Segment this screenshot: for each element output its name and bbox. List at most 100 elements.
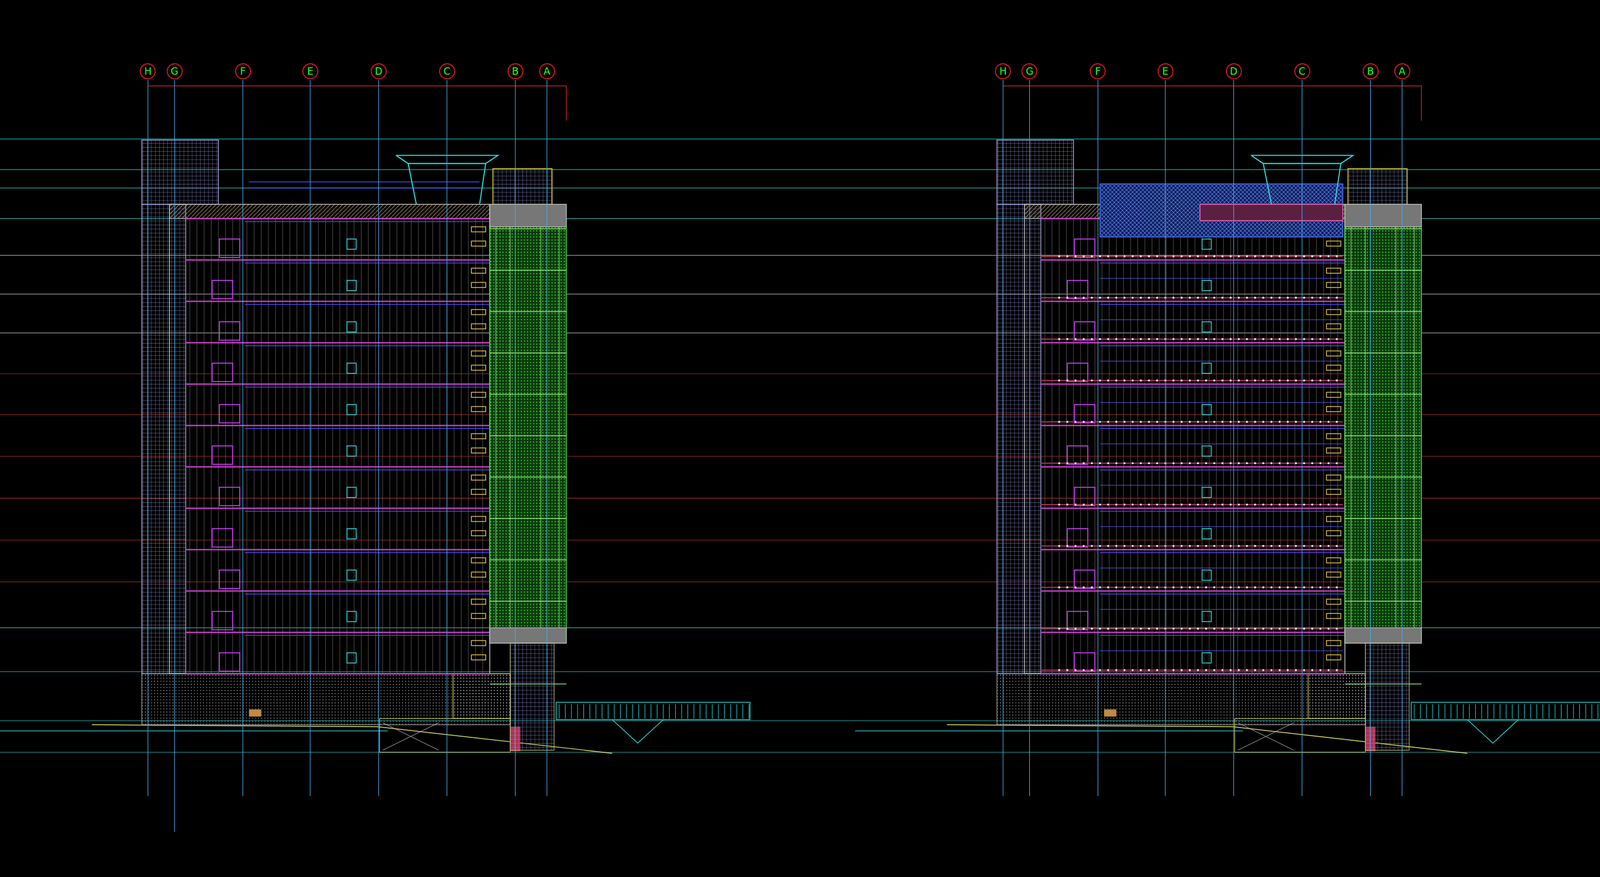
door <box>1067 528 1088 548</box>
floor-line <box>1100 469 1345 471</box>
railing-dot <box>1172 337 1175 341</box>
green-wall-frame <box>558 227 560 629</box>
railing-dot <box>1082 462 1086 465</box>
railing-dot <box>1245 586 1249 589</box>
railing-dot <box>1115 420 1118 423</box>
railing-dot <box>1082 296 1086 299</box>
vent <box>347 487 357 498</box>
floor-line <box>1040 590 1345 592</box>
railing-dot <box>1066 379 1069 382</box>
railing-dot <box>1270 668 1273 672</box>
railing-dot <box>1172 296 1175 299</box>
bridge-rail <box>1591 704 1592 719</box>
bridge-rail <box>717 704 719 719</box>
railing-dot <box>1090 379 1094 382</box>
balcony-line <box>1040 504 1344 506</box>
railing-dot <box>1278 255 1282 258</box>
bridge-rail <box>663 704 664 719</box>
railing-dot <box>1188 544 1191 548</box>
column <box>1365 643 1410 750</box>
railing-dot <box>1221 379 1224 382</box>
railing-dot <box>1188 379 1191 382</box>
floor-line <box>244 262 490 264</box>
railing-dot <box>1229 668 1232 672</box>
green-wall-band <box>489 352 567 354</box>
railing-dot <box>1302 420 1306 423</box>
railing-dot <box>1090 544 1094 548</box>
ac-unit <box>471 516 486 522</box>
mullion <box>275 218 276 674</box>
railing-dot <box>1278 420 1282 423</box>
mullion <box>1180 218 1182 674</box>
axis-label: D <box>1229 66 1238 77</box>
railing-dot <box>1066 420 1069 423</box>
mullion <box>325 218 326 674</box>
floor-line <box>185 631 490 633</box>
vent <box>1202 445 1212 457</box>
railing-dot <box>1294 462 1298 465</box>
ac-unit <box>1326 282 1341 288</box>
railing-dot <box>1319 379 1322 382</box>
ac-unit <box>471 447 486 453</box>
railing-dot <box>1123 586 1126 589</box>
railing-dot <box>1311 420 1314 423</box>
railing-dot <box>1106 379 1110 382</box>
railing-dot <box>1205 255 1208 258</box>
ac-unit <box>1326 489 1341 495</box>
bridge-rail <box>1438 704 1440 719</box>
floor-line <box>1100 510 1345 512</box>
axis-label: C <box>443 66 451 77</box>
mullion <box>1051 218 1053 674</box>
railing-dot <box>1335 296 1338 299</box>
balcony-line <box>1040 297 1344 299</box>
floor-line <box>185 217 490 219</box>
railing-dot <box>1270 255 1273 258</box>
railing-dot <box>1294 337 1298 341</box>
railing-dot <box>1237 337 1241 341</box>
floor-line <box>185 383 490 385</box>
mullion <box>1287 218 1288 674</box>
mullion <box>1222 218 1224 674</box>
railing-dot <box>1098 420 1102 423</box>
building-elevation <box>0 79 750 833</box>
floor-line <box>185 300 490 302</box>
green-wall-band <box>489 393 567 395</box>
mullion <box>296 218 298 674</box>
railing-dot <box>1058 586 1061 589</box>
ac-unit <box>471 433 486 440</box>
railing-dot <box>1188 337 1191 341</box>
railing-dot <box>1221 296 1224 299</box>
floor-line <box>244 593 490 595</box>
railing-dot <box>1147 420 1150 423</box>
axis-line <box>242 79 244 796</box>
railing-dot <box>1197 296 1200 299</box>
railing-dot <box>1074 503 1078 506</box>
railing-dot <box>1082 627 1086 630</box>
railing-dot <box>1327 255 1330 258</box>
bridge-rail <box>687 704 688 719</box>
railing-dot <box>1245 296 1249 299</box>
door <box>1074 652 1096 672</box>
railing-dot <box>1221 462 1224 465</box>
balcony-line <box>1040 669 1344 671</box>
railing-dot <box>1262 296 1265 299</box>
railing-dot <box>1172 420 1175 423</box>
railing-dot <box>1213 379 1216 382</box>
mullion <box>196 218 198 674</box>
glass-line <box>1100 526 1344 528</box>
bridge-rail <box>693 704 695 719</box>
green-wall-band <box>489 311 567 313</box>
green-wall-frame <box>509 227 511 629</box>
vent <box>347 528 357 540</box>
railing-dot <box>1327 462 1330 465</box>
railing-dot <box>1319 420 1322 423</box>
railing-dot <box>1327 627 1330 630</box>
railing-dot <box>1245 668 1249 672</box>
mullion <box>289 218 291 674</box>
railing-dot <box>1147 668 1150 672</box>
railing-dot <box>1147 627 1150 630</box>
bridge-support <box>1467 719 1519 744</box>
railing-dot <box>1311 627 1314 630</box>
ac-unit <box>1326 364 1341 371</box>
ac-unit <box>1326 392 1341 398</box>
